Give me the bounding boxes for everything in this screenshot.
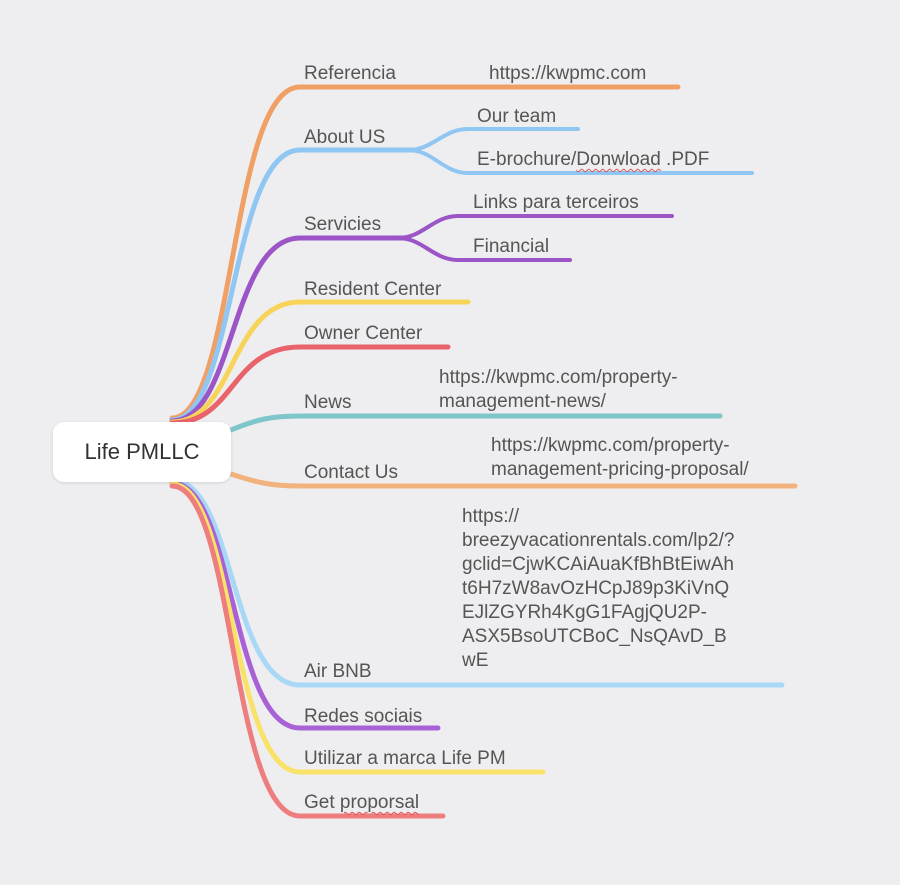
topic-servicies[interactable]: Servicies [304, 214, 382, 235]
topic-air-bnb[interactable]: Air BNB [304, 661, 372, 682]
subtopic-referencia-url[interactable]: https://kwpmc.com [489, 63, 647, 84]
connector-news [228, 413, 723, 433]
subtopic-news-url[interactable]: https://kwpmc.com/property- management-n… [439, 367, 678, 412]
subtopic-contact-url[interactable]: https://kwpmc.com/property- management-p… [491, 435, 749, 480]
subtopic-links-terceiros[interactable]: Links para terceiros [473, 192, 639, 213]
topic-get-proporsal-misspelled: proporsal [339, 792, 420, 813]
central-topic-label: Life PMLLC [84, 439, 200, 464]
subtopic-e-brochure-suffix: .PDF [660, 149, 710, 170]
topic-redes-sociais[interactable]: Redes sociais [304, 706, 423, 727]
topic-owner-center[interactable]: Owner Center [304, 323, 423, 344]
subtopic-financial[interactable]: Financial [473, 236, 550, 257]
topic-news[interactable]: News [304, 392, 352, 413]
topic-about-us[interactable]: About US [304, 127, 386, 148]
topic-get-proporsal[interactable]: Get proporsal [304, 791, 419, 814]
connector-contact [228, 471, 798, 489]
connector-servicies [169, 235, 411, 424]
topic-utilizar-marca[interactable]: Utilizar a marca Life PM [304, 748, 506, 769]
connector-our-team [406, 127, 580, 152]
topic-resident-center[interactable]: Resident Center [304, 279, 442, 300]
connector-referencia [169, 84, 681, 421]
topic-contact-us[interactable]: Contact Us [304, 462, 398, 483]
subtopic-e-brochure[interactable]: E-brochure/Donwload .PDF [477, 148, 709, 171]
connector-financial [396, 236, 572, 262]
topic-referencia[interactable]: Referencia [304, 63, 396, 84]
subtopic-our-team[interactable]: Our team [477, 106, 557, 127]
subtopic-e-brochure-prefix: E-brochure/ [477, 149, 577, 170]
subtopic-e-brochure-misspelled: Donwload [576, 149, 661, 170]
connector-proporsal [169, 483, 446, 819]
topic-get-proporsal-prefix: Get [304, 792, 340, 813]
connector-airbnb [169, 477, 785, 688]
connector-owner [169, 344, 451, 426]
central-topic[interactable]: Life PMLLC [53, 422, 231, 482]
connector-about [169, 147, 421, 423]
connector-e-brochure [406, 148, 754, 175]
subtopic-airbnb-url[interactable]: https:// breezyvacationrentals.com/lp2/?… [462, 506, 735, 671]
connector-resident [169, 299, 471, 425]
